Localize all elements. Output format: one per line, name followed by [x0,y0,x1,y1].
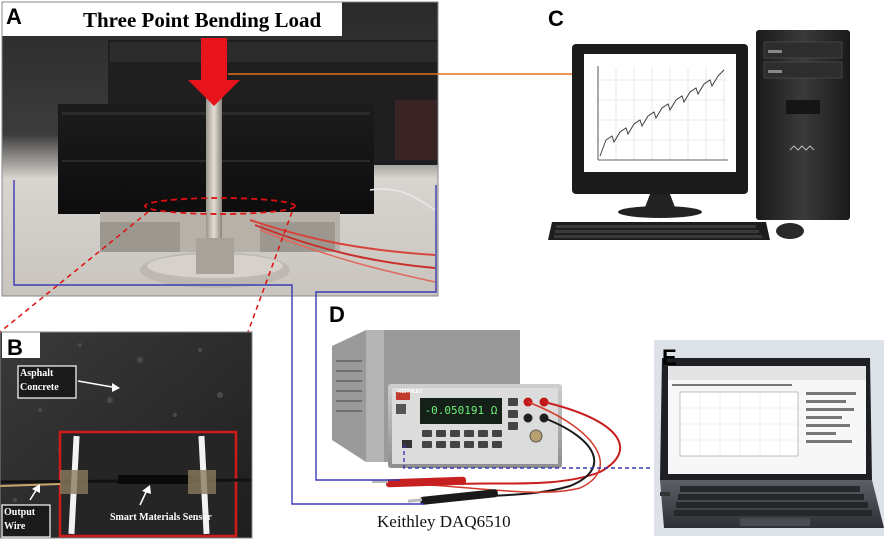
loading-rod [206,88,222,256]
asphalt-label-line1: Asphalt [20,368,54,379]
bending-load-title: Three Point Bending Load [83,8,322,32]
panel-a-title-box [2,2,342,36]
panel-label-a: A [6,4,22,29]
panel-label-c: C [548,6,564,31]
sensor-location-marker [144,197,296,215]
test-probe-black [407,489,498,505]
zoom-line-right [247,211,293,333]
load-arrow-head [188,80,240,106]
output-wire-label: Output Wire [4,506,50,534]
panel-e-laptop [654,340,884,536]
panel-c-computer [548,30,850,240]
smart-sensor-label: Smart Materials Sensor [110,512,212,523]
panel-label-b: B [7,335,23,360]
keithley-caption: Keithley DAQ6510 [377,512,511,531]
multimeter-reading: -0.050191 Ω [424,404,498,417]
asphalt-label-line2: Concrete [20,382,59,393]
multimeter-display [420,398,502,424]
smart-material-sensor [118,475,193,484]
monitor-screen [584,54,736,172]
pc-tower [756,30,850,220]
resistance-curve [599,69,725,157]
panel-label-e: E [662,345,677,370]
output-label-line2: Wire [4,521,26,532]
output-label-line1: Output [4,507,36,518]
panel-b-photo [0,331,253,539]
measurement-wiring [13,180,650,505]
zoom-line-left [0,211,149,333]
load-arrow-shaft [201,38,227,82]
panel-a-photo [1,1,439,297]
multimeter-brand: KEITHLEY [398,389,423,395]
asphalt-concrete-label: Asphalt Concrete [20,367,76,395]
panel-label-d: D [329,302,345,327]
test-probe-red [372,476,467,488]
panel-d-multimeter [332,330,621,505]
mouse [776,223,804,239]
